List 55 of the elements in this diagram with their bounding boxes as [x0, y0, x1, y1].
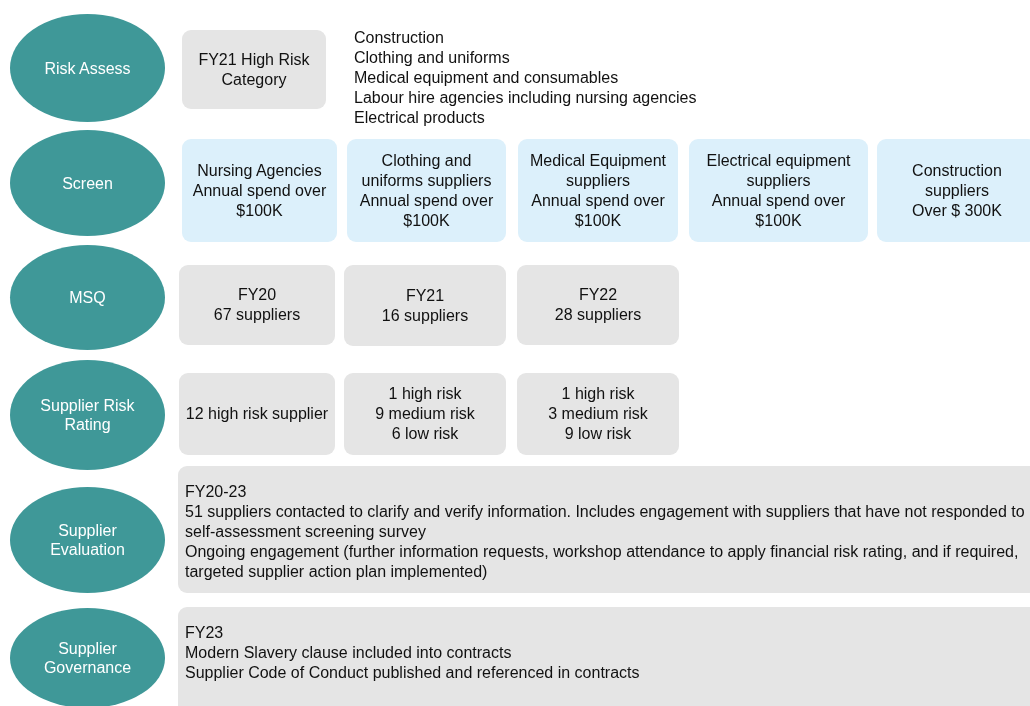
- category-list-item: Electrical products: [354, 108, 485, 128]
- box-text: Annual spend over $100K: [530, 190, 666, 231]
- category-list-item: Labour hire agencies including nursing agencies: [354, 88, 697, 108]
- category-list-item: Clothing and uniforms: [354, 48, 510, 68]
- box-text: FY21 High Risk Category: [197, 49, 311, 90]
- info-box: [517, 373, 679, 455]
- box-text: Supplier Code of Conduct published and referenced in contracts: [185, 663, 641, 683]
- stage-label: MSQ: [69, 288, 106, 307]
- info-box: [178, 466, 1030, 593]
- info-box: [517, 265, 679, 345]
- info-box: [344, 265, 506, 346]
- box-heading: Construction suppliers: [911, 160, 1003, 201]
- info-box: [689, 139, 868, 242]
- box-text: 67 suppliers: [213, 305, 301, 325]
- info-box: [179, 373, 335, 455]
- info-box: [877, 139, 1030, 242]
- stage-label: Supplier Evaluation: [49, 521, 126, 559]
- category-list-item: Medical equipment and consumables: [354, 68, 619, 88]
- box-text: 9 medium risk: [375, 404, 475, 424]
- box-text: 51 suppliers contacted to clarify and verify information. Includes engagement with suppliers that have not responded to self-assessment screening survey: [185, 502, 1026, 542]
- info-box: [182, 139, 337, 242]
- box-heading: Clothing and uniforms suppliers: [360, 150, 493, 191]
- box-text: 3 medium risk: [548, 404, 648, 424]
- box-heading: 1 high risk: [561, 384, 635, 404]
- box-text: Over $ 300K: [912, 200, 1002, 221]
- box-heading: 1 high risk: [388, 384, 462, 404]
- box-text: Ongoing engagement (further information requests, workshop attendance to apply financial risk rating, and if required, targeted supplier action plan implemented): [185, 542, 1020, 582]
- stage-label: Screen: [62, 173, 113, 193]
- box-heading: FY20-23: [185, 482, 248, 502]
- info-box: [347, 139, 506, 242]
- box-text: 9 low risk: [564, 424, 632, 444]
- box-heading: Medical Equipment suppliers: [528, 150, 668, 191]
- box-text: 28 suppliers: [554, 305, 642, 325]
- box-text: Modern Slavery clause included into contracts: [185, 643, 513, 663]
- info-box: [182, 30, 326, 109]
- stage-label: Supplier Governance: [42, 639, 133, 677]
- box-heading: FY20: [237, 285, 277, 305]
- box-heading: FY21: [405, 285, 445, 306]
- box-text: Annual spend over $100K: [358, 190, 495, 231]
- box-text: Annual spend over $100K: [191, 180, 328, 221]
- box-text: Annual spend over $100K: [710, 190, 847, 231]
- box-heading: Electrical equipment suppliers: [705, 150, 852, 191]
- stage-label: Risk Assess: [44, 58, 131, 78]
- info-box: [178, 607, 1030, 706]
- category-list-item: Construction: [354, 28, 444, 48]
- info-box: [344, 373, 506, 455]
- box-text: 6 low risk: [391, 424, 459, 444]
- info-box: [518, 139, 678, 242]
- info-box: [179, 265, 335, 345]
- box-text: 16 suppliers: [381, 305, 469, 326]
- box-heading: FY23: [185, 623, 225, 643]
- stage-label: Supplier Risk Rating: [39, 396, 136, 434]
- box-heading: Nursing Agencies: [197, 160, 322, 181]
- box-heading: FY22: [578, 285, 618, 305]
- box-text: 12 high risk supplier: [185, 404, 329, 424]
